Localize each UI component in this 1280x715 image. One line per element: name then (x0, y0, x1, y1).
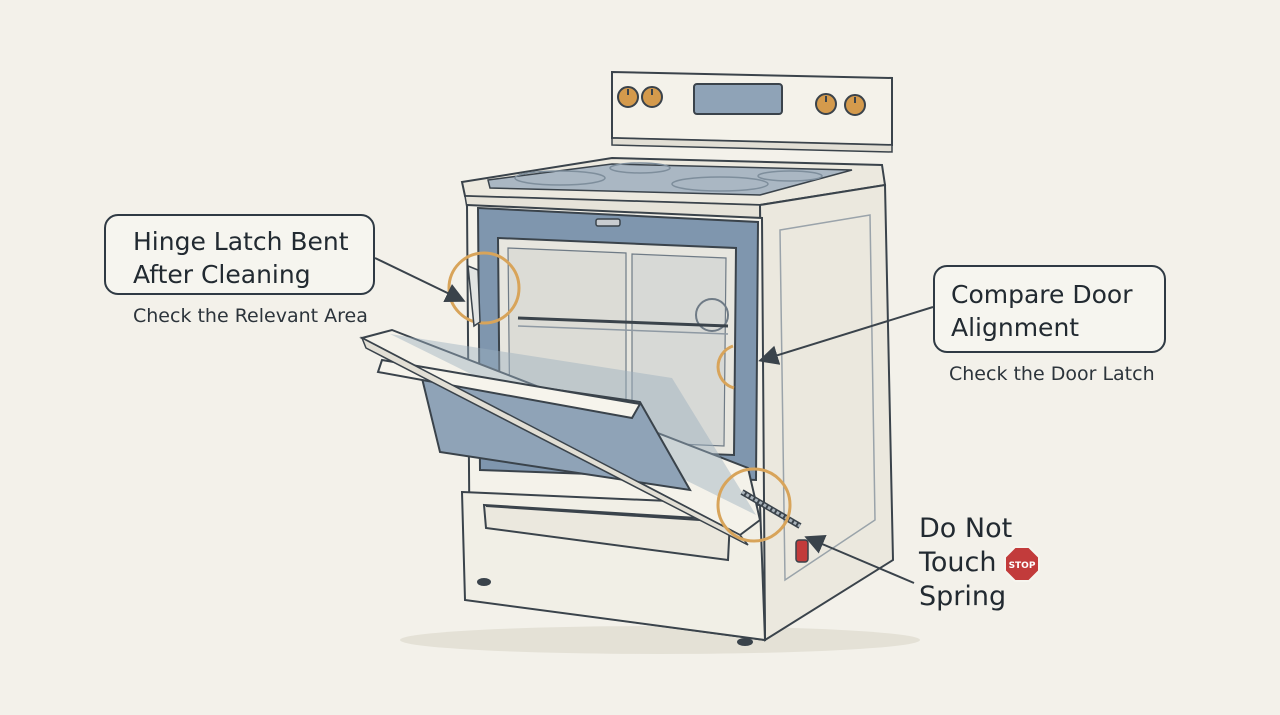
hinge-callout-note: Check the Relevant Area (133, 305, 368, 327)
cooktop (460, 156, 887, 219)
oven-side-panel (758, 183, 895, 642)
floor-shadow (400, 626, 920, 654)
door-handle (376, 358, 642, 420)
hinge-latch-callout: Hinge Latch Bent After Cleaning (104, 214, 375, 295)
spring-warning-line1: Do Not (919, 513, 1013, 544)
hinge-callout-line2: After Cleaning (133, 260, 311, 289)
alignment-callout-line1: Compare Door (951, 280, 1133, 309)
spring-warning-line2: Touch (919, 547, 997, 578)
spring-warning-line3: Spring (919, 581, 1007, 612)
control-panel (611, 70, 893, 153)
door-alignment-callout: Compare Door Alignment (933, 265, 1166, 353)
stop-sign-icon: STOP (1004, 546, 1040, 582)
stop-badge-label: STOP (1009, 561, 1036, 571)
alignment-callout-note: Check the Door Latch (949, 363, 1155, 385)
spring-warning: Do Not Touch Spring (919, 512, 1012, 614)
arrow-icon (374, 257, 934, 584)
alignment-callout-line2: Alignment (951, 313, 1080, 342)
hinge-callout-line1: Hinge Latch Bent (133, 227, 349, 256)
oven-door (359, 328, 762, 546)
display-window (693, 83, 783, 115)
knob-icon (617, 86, 866, 116)
storage-drawer (460, 490, 767, 646)
